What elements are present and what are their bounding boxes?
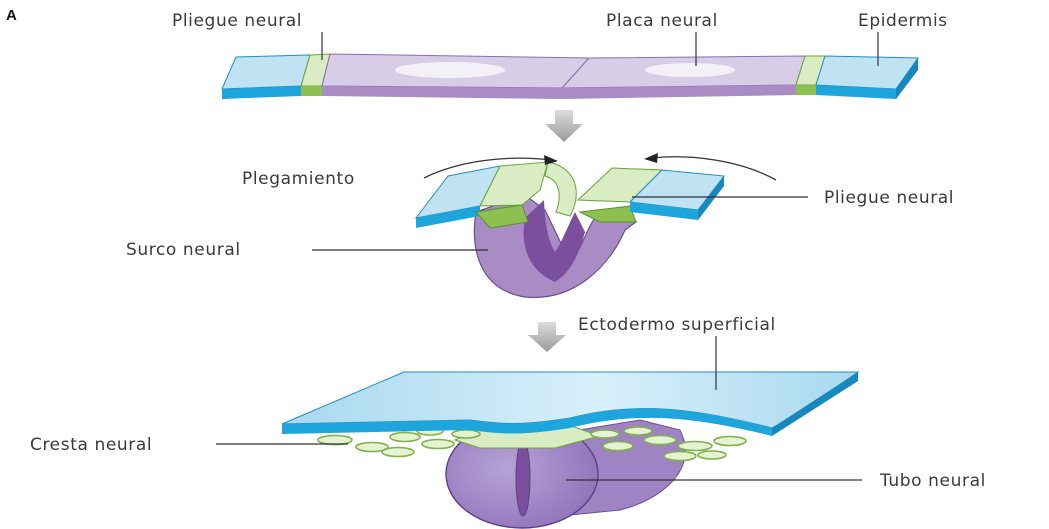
- right-wing-fold-side: [580, 206, 636, 222]
- stage-folding: [416, 162, 724, 297]
- crest-cell: [664, 452, 696, 461]
- left-fold-lip: [545, 162, 576, 216]
- crest-cell: [382, 448, 414, 457]
- label-pliegue-neural-top: Pliegue neural: [172, 11, 302, 31]
- crest-cell: [591, 430, 619, 438]
- label-epidermis: Epidermis: [858, 11, 948, 31]
- left-fold-side: [301, 86, 322, 96]
- crest-cell: [678, 442, 712, 451]
- crest-cell: [318, 436, 352, 445]
- label-ectodermo-superficial: Ectodermo superficial: [578, 315, 776, 335]
- fold-arrow-right-head: [644, 153, 658, 163]
- stage-flat-plate: [222, 54, 918, 99]
- crest-cell: [422, 440, 454, 449]
- neural-plate-left-side: [322, 86, 562, 99]
- plate-highlight-2: [645, 63, 735, 77]
- crest-cell: [714, 437, 746, 446]
- label-surco-neural: Surco neural: [126, 240, 241, 260]
- label-pliegue-neural-mid: Pliegue neural: [824, 188, 954, 208]
- label-plegamiento: Plegamiento: [242, 169, 355, 189]
- down-arrow-1: [545, 110, 583, 142]
- label-tubo-neural: Tubo neural: [879, 471, 986, 491]
- neural-tube-lumen: [516, 440, 530, 516]
- left-epidermis-top: [222, 55, 310, 89]
- down-arrow-2: [528, 322, 566, 352]
- stage-neural-tube: [282, 372, 858, 528]
- label-placa-neural: Placa neural: [606, 11, 718, 31]
- crest-cell: [698, 451, 726, 459]
- right-fold-side: [796, 85, 816, 95]
- crest-cell: [624, 427, 652, 435]
- crest-cell: [603, 442, 633, 451]
- label-cresta-neural: Cresta neural: [30, 435, 152, 455]
- panel-letter: A: [6, 7, 17, 24]
- crest-cell: [390, 433, 420, 442]
- plate-highlight-1: [395, 62, 505, 78]
- crest-cell: [452, 430, 480, 438]
- crest-cell: [644, 436, 676, 445]
